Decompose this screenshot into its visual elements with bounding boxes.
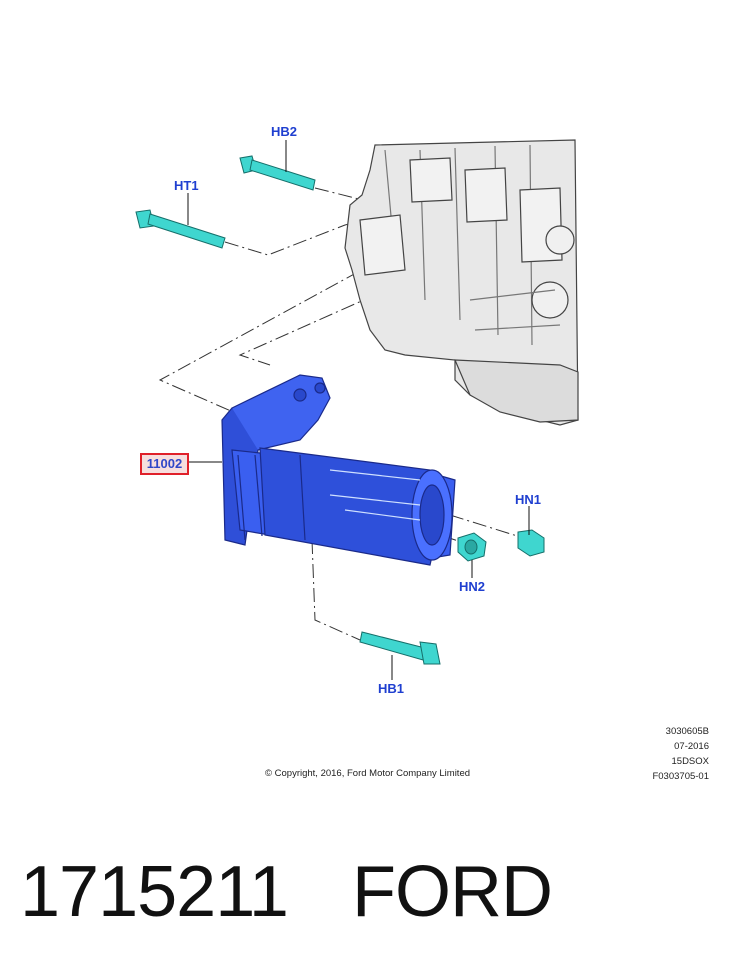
part-number: 1715211	[20, 852, 289, 932]
reference-part-label: 11002	[140, 453, 189, 475]
bolt-hb2	[239, 155, 316, 191]
nut-hn1	[517, 529, 545, 557]
engine-block	[344, 139, 579, 426]
copyright-text: © Copyright, 2016, Ford Motor Company Li…	[265, 768, 471, 779]
diagram-codes: 3030605B 07-2016 15DSOX F0303705-01	[652, 724, 709, 784]
code-line: F0303705-01	[652, 771, 709, 782]
code-line: 3030605B	[665, 726, 709, 737]
callout-hn1: HN1	[515, 492, 542, 507]
nut-hn2	[457, 532, 487, 562]
callout-hb1: HB1	[378, 681, 405, 696]
leader-lines	[186, 140, 530, 680]
code-line: 15DSOX	[671, 756, 710, 767]
starter-motor	[221, 374, 456, 566]
callout-hb2: HB2	[271, 124, 298, 139]
brand-name: FORD	[352, 852, 553, 932]
bolt-ht1	[135, 209, 226, 249]
callout-ht1: HT1	[174, 178, 199, 193]
callout-hn2: HN2	[459, 579, 486, 594]
code-line: 07-2016	[674, 741, 709, 752]
bolt-hb1	[359, 631, 441, 665]
